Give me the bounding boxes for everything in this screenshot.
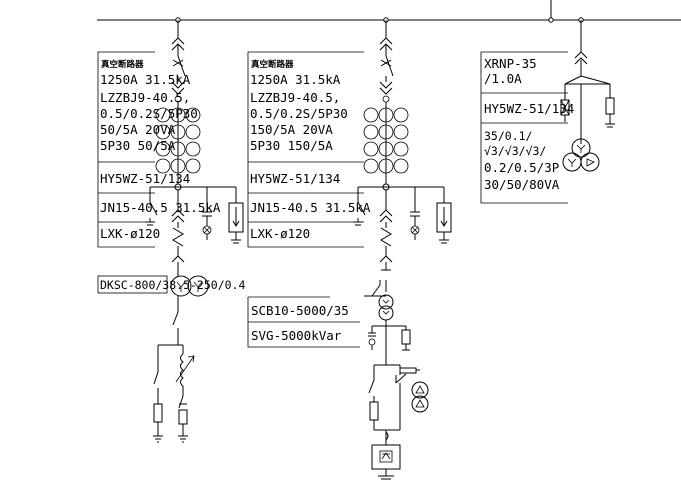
feeder-1-ct-protection: 5P30 50/5A [100, 138, 176, 153]
feeder-2-transformer-model: SCB10-5000/35 [251, 303, 349, 318]
feeder-1-ct-class: 0.5/0.2S/5P30 [100, 106, 198, 121]
feeder-2-ct-ratio: 150/5A 20VA [250, 122, 333, 137]
feeder-2: 真空断路器 1250A 31.5kA LZZBJ9-40.5, 0.5/0.2S… [247, 20, 452, 480]
feeder-1-breaker-type: 真空断路器 [101, 59, 144, 70]
pt-burden: 30/50/80VA [484, 177, 560, 192]
feeder-1-current-transformers [155, 107, 201, 174]
pt-voltage-root: √3/√3/√3/ [484, 144, 546, 158]
feeder-2-cable: LXK-ø120 [250, 226, 310, 241]
feeder-2-svg-transformer [411, 381, 429, 413]
feeder-1-transformer-model: DKSC-800/38.5-250/0.4 [100, 278, 245, 292]
feeder-2-ct-protection: 5P30 150/5A [250, 138, 333, 153]
pt-voltage-ratio: 35/0.1/ [484, 129, 533, 143]
pt-arrester: HY5WZ-51/134 [484, 101, 574, 116]
feeder-2-breaker-type: 真空断路器 [251, 59, 294, 70]
feeder-2-ct-class: 0.5/0.2S/5P30 [250, 106, 348, 121]
feeder-2-step-down-transformer [378, 294, 394, 321]
pt-fuse-model: XRNP-35 [484, 56, 537, 71]
feeder-1-earth-switch: JN15-40.5 31.5kA [100, 200, 221, 215]
pt-fuse-current: /1.0A [484, 71, 522, 86]
feeder-2-rating: 1250A 31.5kA [250, 72, 341, 87]
pt-transformer [562, 138, 600, 172]
pt-feeder: XRNP-35 /1.0A HY5WZ-51/134 35/0.1/ √3/√3… [480, 20, 615, 204]
feeder-1-arrester: HY5WZ-51/134 [100, 171, 190, 186]
feeder-2-svg-converter [371, 444, 401, 480]
feeder-2-current-transformers [363, 107, 409, 174]
feeder-2-earth-switch: JN15-40.5 31.5kA [250, 200, 371, 215]
feeder-1-ct-model: LZZBJ9-40.5, [100, 90, 190, 105]
feeder-2-svg-rating: SVG-5000kVar [251, 328, 342, 343]
feeder-1-rating: 1250A 31.5kA [100, 72, 191, 87]
feeder-1-ct-ratio: 50/5A 20VA [100, 122, 176, 137]
feeder-2-arrester: HY5WZ-51/134 [250, 171, 340, 186]
feeder-1-grounding-transformer [170, 275, 209, 297]
main-busbar [97, 0, 681, 23]
feeder-2-ct-model: LZZBJ9-40.5, [250, 90, 340, 105]
feeder-1-cable: LXK-ø120 [100, 226, 160, 241]
feeder-1: 真空断路器 1250A 31.5kA LZZBJ9-40.5, 0.5/0.2S… [97, 20, 245, 443]
pt-accuracy: 0.2/0.5/3P [484, 160, 559, 175]
